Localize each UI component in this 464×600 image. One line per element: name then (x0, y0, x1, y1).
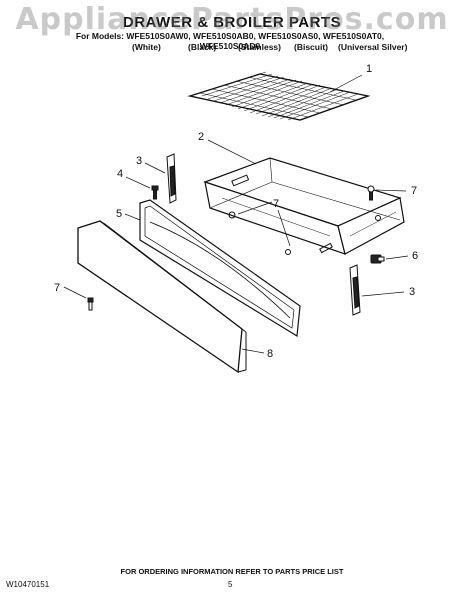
callout-3-upper: 3 (136, 155, 142, 167)
drawer-pan[interactable] (203, 157, 405, 255)
callout-7-right: 7 (411, 185, 417, 197)
finish-stainless: (Stainless) (238, 42, 281, 52)
broiler-rack[interactable] (187, 71, 371, 121)
drawer-outer-panel[interactable] (77, 220, 247, 374)
screw-part-7-lower[interactable] (87, 297, 94, 311)
screw-part-7-upper[interactable] (367, 185, 375, 201)
callout-7-left: 7 (54, 282, 60, 294)
finish-white: (White) (132, 42, 161, 52)
document-id: W10470151 (6, 580, 50, 589)
drawer-inner-panel[interactable] (139, 199, 301, 338)
callout-2: 2 (198, 131, 204, 143)
callout-3-lower: 3 (409, 286, 415, 298)
drawer-slide-bracket-left[interactable] (166, 153, 177, 204)
drawer-slide-bracket-right[interactable] (349, 264, 361, 316)
page-number: 5 (228, 580, 233, 589)
callout-5: 5 (116, 208, 122, 220)
finish-black: (Black) (188, 42, 217, 52)
callout-8: 8 (267, 348, 273, 360)
page-title: DRAWER & BROILER PARTS (122, 14, 342, 31)
callout-6: 6 (412, 250, 418, 262)
clip-part-6[interactable] (370, 254, 385, 264)
finish-biscuit: (Biscuit) (294, 42, 328, 52)
finish-universal-silver: (Universal Silver) (338, 42, 408, 52)
screw-part-4[interactable] (151, 185, 159, 200)
model-numbers: For Models: WFE510S0AW0, WFE510S0AB0, WF… (75, 31, 385, 51)
ordering-note: FOR ORDERING INFORMATION REFER TO PARTS … (120, 567, 344, 576)
callout-7-center: 7 (273, 198, 279, 210)
callout-1: 1 (366, 63, 372, 75)
callout-4: 4 (117, 168, 123, 180)
